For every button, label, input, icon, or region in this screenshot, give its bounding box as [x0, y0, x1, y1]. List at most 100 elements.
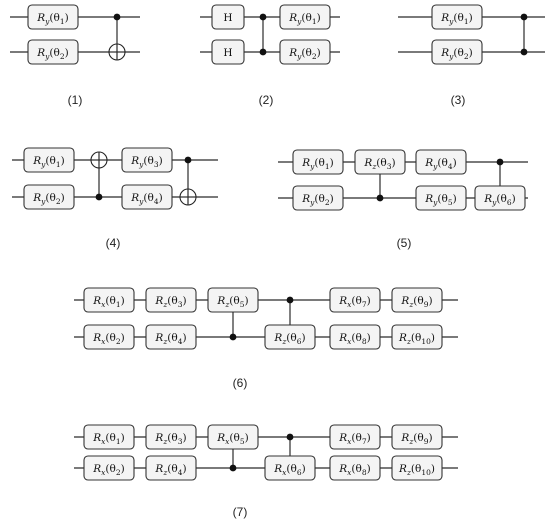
gate-box	[474, 185, 526, 211]
gate-symbol: R	[424, 193, 433, 205]
gate-label: Ry(θ5)	[424, 193, 456, 207]
gate-label: Rz(θ10)	[398, 332, 435, 346]
gate-label: Rx(θ5)	[216, 432, 248, 446]
gate-param: (θ	[314, 157, 324, 169]
gate-symbol: R	[288, 47, 297, 59]
gate-box	[27, 39, 79, 65]
gate-symbol: R	[273, 332, 282, 344]
gate-axis: x	[101, 468, 106, 477]
gate: Ry(θ1)	[27, 4, 79, 30]
gate-label: Ry(θ1)	[440, 12, 472, 26]
gate: Ry(θ3)	[121, 147, 173, 173]
control-dot	[496, 158, 504, 166]
gate-param: (θ	[167, 295, 177, 307]
gate-param-close: )	[301, 332, 305, 344]
gate: Rx(θ2)	[83, 455, 135, 481]
gate-symbol: R	[216, 432, 225, 444]
gate-symbol: R	[36, 12, 45, 24]
gate-box	[23, 147, 75, 173]
gate-param: (θ	[167, 463, 177, 475]
gate-param-index: 2	[312, 52, 317, 61]
gate-symbol: H	[223, 12, 232, 24]
gate-axis: y	[309, 198, 315, 207]
gate-axis: x	[347, 300, 352, 309]
cnot-target-icon	[179, 188, 197, 206]
gate-param: (θ	[45, 155, 55, 167]
gate-label: Rx(θ2)	[92, 463, 124, 477]
gate-param: (θ	[143, 155, 153, 167]
gate-param-index: 7	[362, 300, 367, 309]
control-dot	[286, 433, 294, 441]
gate-box	[27, 4, 79, 30]
gate-axis: y	[296, 52, 302, 61]
gate-param-index: 2	[56, 197, 61, 206]
gate-box	[83, 324, 135, 350]
gate-box	[292, 185, 344, 211]
gate-label: Ry(θ1)	[288, 12, 320, 26]
gate-param-close: )	[453, 193, 457, 205]
gate-symbol: R	[92, 295, 101, 307]
gate-symbol: R	[154, 332, 163, 344]
gate: Ry(θ2)	[431, 39, 483, 65]
gate-param-close: )	[367, 463, 371, 475]
gate-symbol: R	[92, 432, 101, 444]
gate-param: (θ	[411, 463, 421, 475]
gate-param-close: )	[182, 332, 186, 344]
gate-box	[431, 4, 483, 30]
gate-param: (θ	[437, 193, 447, 205]
circuit-label: (3)	[451, 93, 466, 107]
gate-param-close: )	[469, 47, 473, 59]
gate-param-index: 9	[424, 300, 429, 309]
gate-axis: z	[162, 337, 167, 346]
gate-symbol: R	[36, 47, 45, 59]
circuit-label: (1)	[68, 93, 83, 107]
gate-param: (θ	[286, 332, 296, 344]
gate-param: (θ	[105, 332, 115, 344]
gate: Ry(θ1)	[431, 4, 483, 30]
gate-param-close: )	[512, 193, 516, 205]
gate-label: Rz(θ3)	[363, 157, 395, 171]
gate: Ry(θ2)	[279, 39, 331, 65]
gate-box	[415, 185, 467, 211]
gate-param: (θ	[105, 463, 115, 475]
gate-symbol: R	[301, 193, 310, 205]
control-dot	[229, 464, 237, 472]
gate-param-close: )	[428, 295, 432, 307]
gate-box	[329, 324, 381, 350]
gate: H	[211, 4, 245, 30]
gate-param-close: )	[61, 192, 65, 204]
gate-param-index: 7	[362, 437, 367, 446]
gate-param: (θ	[286, 463, 296, 475]
gate-label: Rz(θ4)	[154, 463, 186, 477]
gate-symbol: R	[483, 193, 492, 205]
gate-symbol: R	[288, 12, 297, 24]
gate-param-close: )	[182, 432, 186, 444]
gate: Rz(θ4)	[145, 455, 197, 481]
gate-box	[145, 324, 197, 350]
gate-axis: x	[347, 337, 352, 346]
gate-param-close: )	[182, 463, 186, 475]
gate-symbol: R	[400, 432, 409, 444]
gate-box	[121, 147, 173, 173]
gate: Rx(θ7)	[329, 424, 381, 450]
gate: Rx(θ5)	[207, 424, 259, 450]
gate-param-index: 10	[421, 468, 431, 477]
gate: Ry(θ2)	[23, 184, 75, 210]
gate-param-index: 6	[297, 468, 302, 477]
gate-box	[391, 424, 443, 450]
gate-param-index: 3	[178, 300, 183, 309]
gate-param-index: 4	[178, 468, 183, 477]
gate-param: (θ	[351, 432, 361, 444]
gate-label: Ry(θ2)	[440, 47, 472, 61]
gate-param-close: )	[61, 155, 65, 167]
gate-param-index: 8	[362, 468, 367, 477]
gate-label: Rz(θ6)	[273, 332, 305, 346]
gate: Ry(θ6)	[474, 185, 526, 211]
gate-axis: x	[347, 437, 352, 446]
gate-label: Rz(θ4)	[154, 332, 186, 346]
gate-param-close: )	[391, 157, 395, 169]
gate-symbol: R	[398, 463, 407, 475]
gate-box	[329, 287, 381, 313]
gate: Rx(θ6)	[264, 455, 316, 481]
gate-axis: y	[40, 160, 46, 169]
